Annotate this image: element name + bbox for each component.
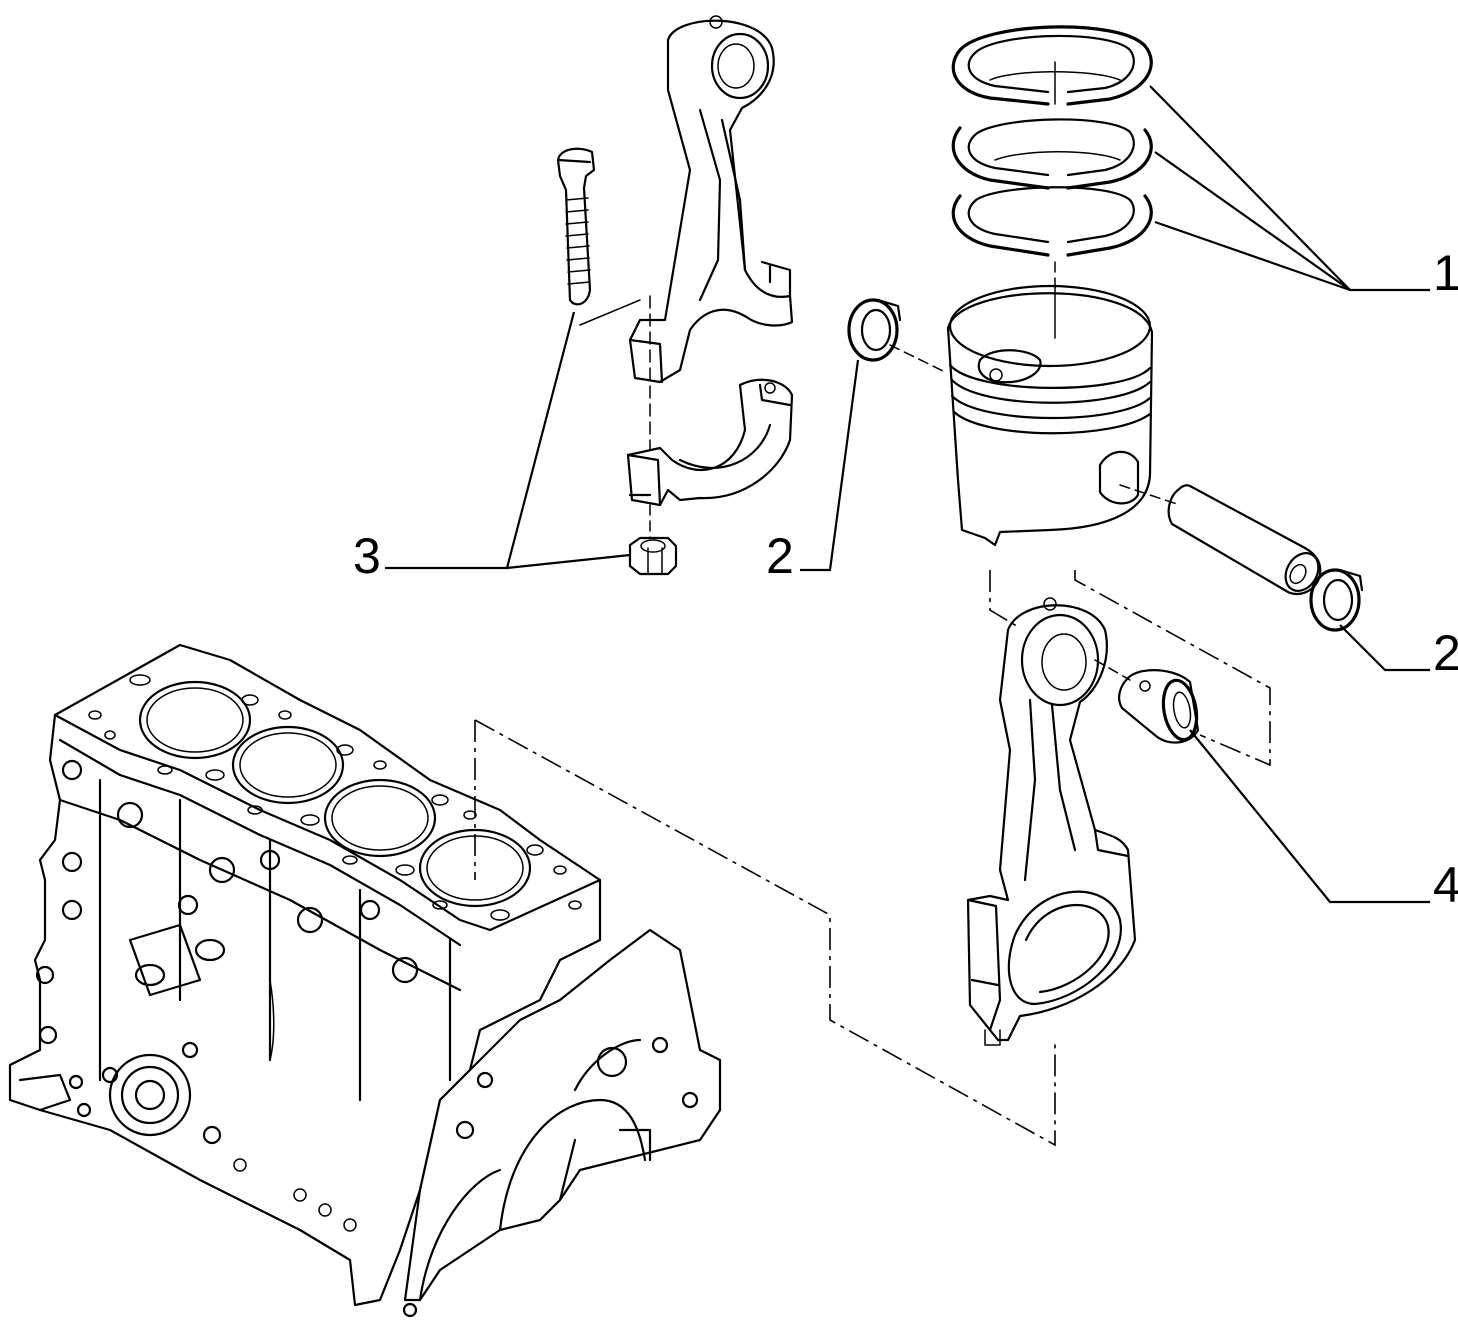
callout-label-piston-rings: 1	[1433, 245, 1458, 301]
rod-bolt	[556, 147, 596, 306]
connecting-rod-assembled	[966, 597, 1137, 1046]
callout-label-small-end-bush: 4	[1433, 857, 1458, 913]
cylinder-bore-1	[138, 680, 252, 760]
circlip-left	[847, 298, 946, 373]
callout-label-bolt-and-nut: 3	[353, 528, 381, 584]
cylinder-bore-3	[323, 778, 437, 858]
assembly-center-line	[474, 570, 1271, 1147]
piston-ring-middle	[951, 118, 1153, 190]
engine-block	[8, 643, 722, 1318]
piston-ring-bottom	[951, 186, 1153, 257]
circlip-right	[1309, 568, 1364, 632]
small-end-bush	[1094, 659, 1200, 744]
piston-ring-top	[951, 25, 1153, 106]
cylinder-bore-4	[418, 828, 532, 908]
piston	[946, 284, 1154, 547]
connecting-rod-cap	[626, 378, 794, 541]
connecting-rod-upper	[579, 15, 794, 451]
cylinder-bore-2	[231, 725, 345, 805]
callout-label-circlip-right: 2	[1433, 625, 1458, 681]
piston-pin	[1119, 484, 1322, 596]
piston-rings	[951, 25, 1153, 331]
callout-label-circlip-left: 2	[766, 528, 794, 584]
rod-nut	[628, 536, 678, 576]
leader-lines	[385, 85, 1430, 904]
